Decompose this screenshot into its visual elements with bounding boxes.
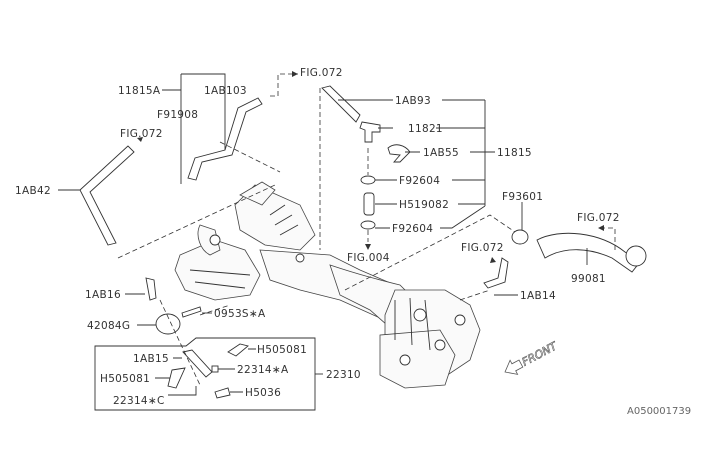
reference-lines <box>117 73 616 386</box>
leader-lines <box>58 73 588 411</box>
label-fig072-mid[interactable]: FIG.072 <box>461 242 504 254</box>
label-H5036[interactable]: H5036 <box>245 387 281 399</box>
label-H505081-upper[interactable]: H505081 <box>257 344 307 356</box>
label-fig072-top[interactable]: FIG.072 <box>300 67 343 79</box>
label-99081[interactable]: 99081 <box>571 273 606 285</box>
label-F93601[interactable]: F93601 <box>502 191 543 203</box>
label-11815A[interactable]: 11815A <box>118 85 161 97</box>
engine-assembly-illustration <box>174 181 481 389</box>
label-F92604-upper[interactable]: F92604 <box>399 175 440 187</box>
label-1AB55[interactable]: 1AB55 <box>423 147 459 159</box>
label-42084G[interactable]: 42084G <box>87 320 130 332</box>
label-H519082[interactable]: H519082 <box>399 199 449 211</box>
label-1AB103[interactable]: 1AB103 <box>204 85 247 97</box>
label-1AB42[interactable]: 1AB42 <box>15 185 51 197</box>
label-1AB15[interactable]: 1AB15 <box>133 353 169 365</box>
front-arrow-icon <box>504 359 524 375</box>
label-1AB14[interactable]: 1AB14 <box>520 290 556 302</box>
label-22314-A[interactable]: 22314∗A <box>237 364 289 376</box>
hose-illustrations <box>79 85 647 399</box>
label-1AB93[interactable]: 1AB93 <box>395 95 431 107</box>
label-11815[interactable]: 11815 <box>497 147 532 159</box>
label-22310[interactable]: 22310 <box>326 369 361 381</box>
label-0953S-A[interactable]: 0953S∗A <box>214 308 266 320</box>
label-F92604-lower[interactable]: F92604 <box>392 223 433 235</box>
front-label: FRONT <box>520 339 560 369</box>
label-fig072-left[interactable]: FIG.072 <box>120 128 163 140</box>
label-H505081-lower[interactable]: H505081 <box>100 373 150 385</box>
front-indicator: FRONT <box>504 339 561 375</box>
label-fig004[interactable]: FIG.004 <box>347 252 390 264</box>
label-1AB16[interactable]: 1AB16 <box>85 289 121 301</box>
direction-arrows <box>137 71 604 263</box>
part-labels: 11815A 1AB103 F91908 FIG.072 FIG.072 1AB… <box>15 67 620 407</box>
label-F91908[interactable]: F91908 <box>157 109 198 121</box>
label-fig072-right[interactable]: FIG.072 <box>577 212 620 224</box>
label-22314-C[interactable]: 22314∗C <box>113 395 165 407</box>
diagram-code: A050001739 <box>627 406 691 417</box>
label-11821[interactable]: 11821 <box>408 123 443 135</box>
